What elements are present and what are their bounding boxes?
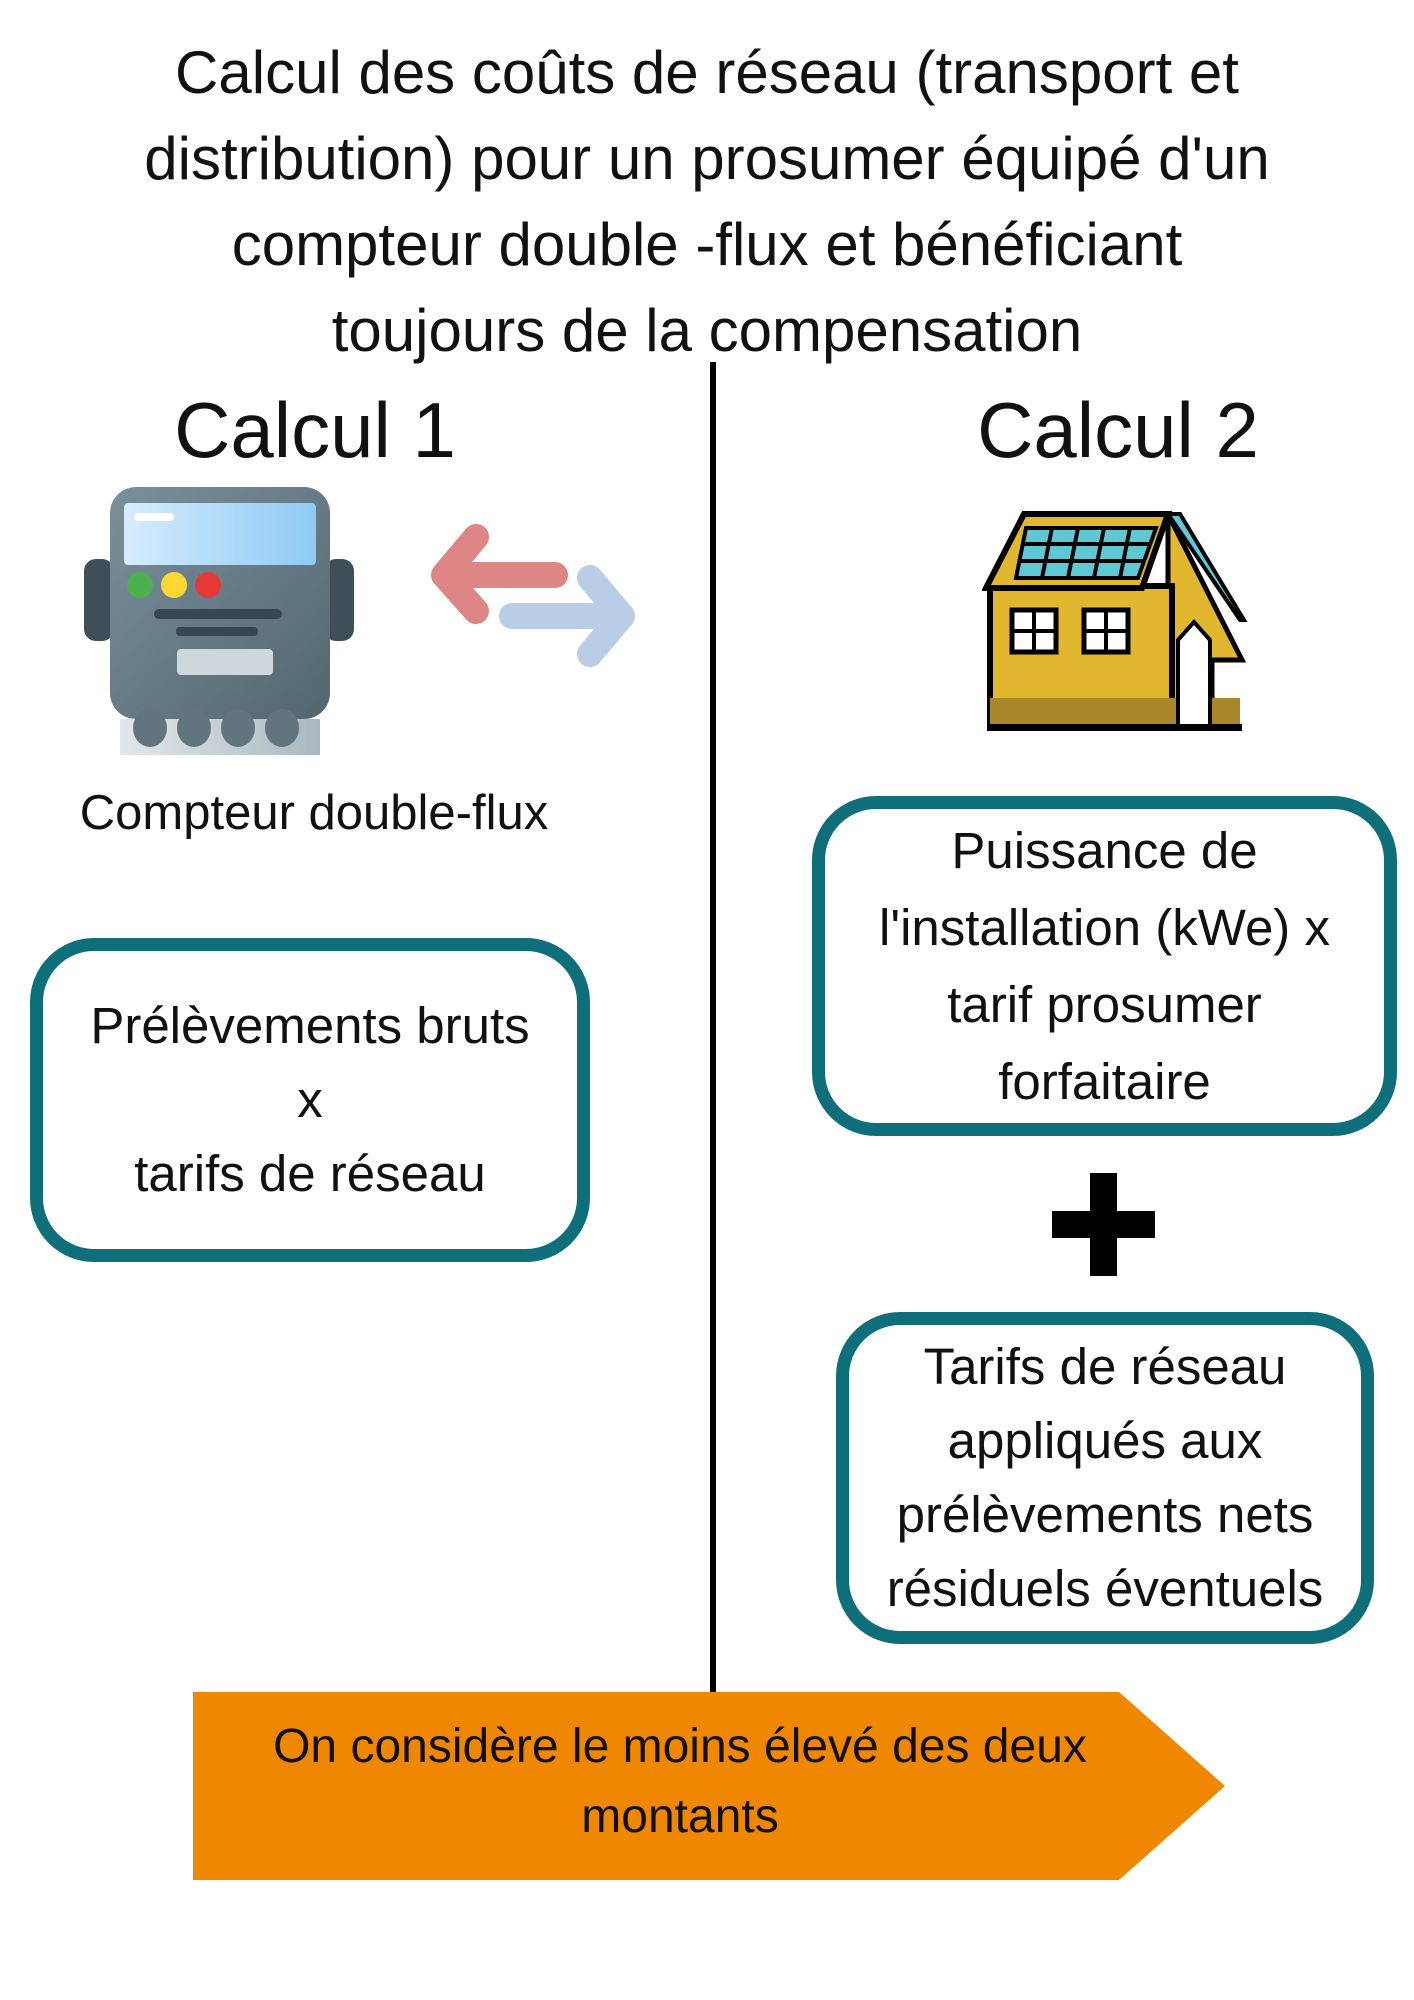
- title-line: Calcul des coûts de réseau (transport et: [175, 39, 1239, 106]
- formula-line: appliqués aux: [947, 1412, 1263, 1469]
- formula-line: Prélèvements bruts: [90, 997, 530, 1054]
- calcul2-heading: Calcul 2: [977, 386, 1259, 474]
- formula-line: tarif prosumer: [947, 976, 1262, 1033]
- formula-line: x: [297, 1071, 323, 1128]
- conclusion-line: On considère le moins élevé des deux: [273, 1720, 1087, 1773]
- calcul2-flat-rate-box: Puissance de l'installation (kWe) x tari…: [812, 796, 1397, 1136]
- conclusion-text: On considère le moins élevé des deux mon…: [200, 1712, 1160, 1852]
- formula-line: forfaitaire: [998, 1053, 1211, 1110]
- formula-line: Puissance de: [951, 822, 1258, 879]
- calcul1-heading: Calcul 1: [174, 386, 456, 474]
- divider-line: [710, 362, 716, 1692]
- bidirectional-arrows-icon: [431, 524, 635, 667]
- conclusion-line: montants: [581, 1790, 779, 1843]
- plus-icon: [1052, 1173, 1155, 1276]
- calcul2-residual-box: Tarifs de réseau appliqués aux prélèveme…: [836, 1312, 1374, 1644]
- formula-line: prélèvements nets: [896, 1486, 1314, 1543]
- double-flow-meter-icon: [84, 487, 354, 755]
- formula-line: tarifs de réseau: [134, 1145, 486, 1202]
- title-line: distribution) pour un prosumer équipé d'…: [144, 125, 1270, 192]
- formula-line: l'installation (kWe) x: [879, 899, 1330, 956]
- conclusion-arrow: [193, 1692, 1225, 1880]
- page-title: Calcul des coûts de réseau (transport et…: [20, 30, 1394, 374]
- meter-label: Compteur double-flux: [79, 786, 549, 840]
- title-line: toujours de la compensation: [331, 297, 1083, 364]
- title-line: compteur double -flux et bénéficiant: [231, 211, 1183, 278]
- calcul1-formula-box: Prélèvements bruts x tarifs de réseau: [30, 938, 590, 1262]
- solar-house-icon: [982, 511, 1248, 731]
- formula-line: Tarifs de réseau: [923, 1338, 1287, 1395]
- formula-line: résiduels éventuels: [886, 1560, 1324, 1617]
